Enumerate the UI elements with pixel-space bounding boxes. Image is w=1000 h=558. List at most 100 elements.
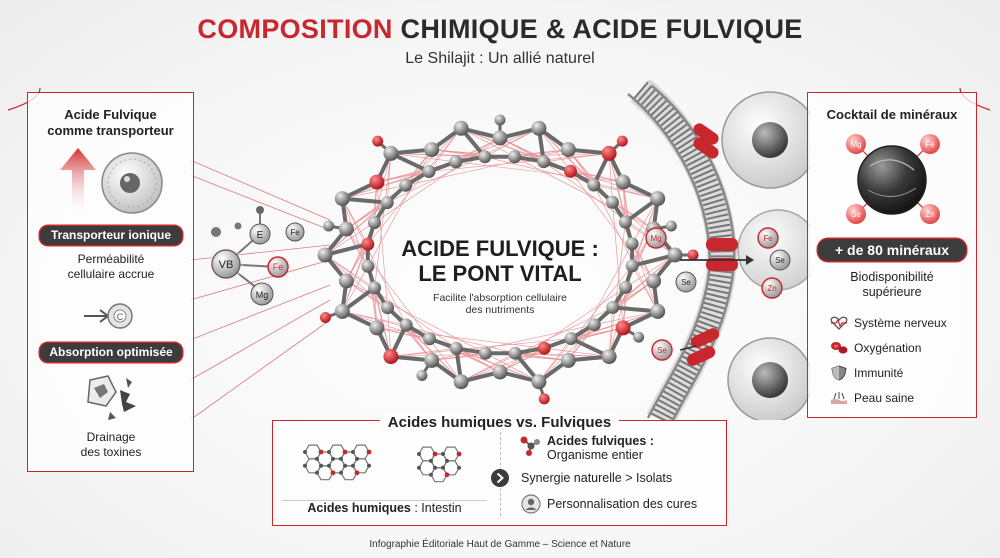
benefits-list: Système nerveux Oxygénation Immunité Pea… [830,310,975,410]
carbon-atom [531,374,547,390]
humic-divider [282,500,487,518]
left-title-line1: Acide Fulvique [64,107,157,122]
atom-dot [303,463,307,468]
center-sub-line2: des nutriments [465,304,535,316]
atom-dot [456,451,462,457]
benefit-item: Oxygénation [830,335,975,360]
carbon-atom [422,165,436,178]
center-label: ACIDE FULVIQUE : LE PONT VITAL Facilite … [385,236,615,316]
ion-vb: VB [219,259,234,271]
atom-dot [429,472,433,477]
carbon-atom [492,364,508,380]
pill-transporteur: Transporteur ionique [40,226,182,245]
atom-dot [315,456,319,461]
footer-credit: Infographie Éditoriale Haut de Gamme – S… [369,539,631,550]
benefit-label: Oxygénation [854,340,922,355]
carbon-atom [606,195,619,209]
person-icon [521,494,541,514]
carbon-atom [560,352,576,368]
hexagon-ring [352,458,370,474]
membrane-ion-se2: Se [775,256,785,265]
sphere-label-zn: Zn [925,210,934,219]
fulvic-caption: Acides fulviques : Organisme entier [547,434,717,462]
atom-dot [330,470,336,476]
carbon-atom [338,273,354,289]
benefit-label: Immunité [854,365,904,380]
oxygen-atom [361,237,375,251]
comparison-panel [272,420,727,526]
ion-fe-top: Fe [290,228,300,237]
atom-dot [354,470,360,476]
carbon-atom [334,303,350,319]
carbon-atom [650,191,666,207]
carbon-atom [564,332,578,345]
atom-dot [319,463,323,468]
chevron-right-icon [491,469,509,487]
left-panel-title: Acide Fulvique comme transporteur [28,107,193,139]
sphere-label-fe: Fe [925,140,935,149]
left-title-line2: comme transporteur [47,123,174,138]
carbon-atom [492,130,508,146]
carbon-atom [380,196,394,210]
carbon-atom [606,300,620,314]
oxygen-atom [319,312,331,323]
oxygen-atom [537,341,551,355]
sphere-label-mg: Mg [850,140,861,149]
carbon-atom [367,216,381,230]
carbon-atom [338,221,354,237]
text-permeabilite-1: Perméabilité [77,252,145,266]
membrane-ion-se: Se [681,278,691,287]
title-dark: CHIMIQUE & ACIDE FULVIQUE [400,14,803,44]
carbon-atom [323,220,335,232]
pill-absorption: Absorption optimisée [40,343,182,362]
oxygen-atom [369,174,385,190]
carbon-atom [601,349,617,365]
text-permeabilite-2: cellulaire accrue [67,267,155,281]
fulvic-bold: Acides fulviques : [547,434,654,448]
carbon-atom [424,142,440,158]
pill-80-mineraux: + de 80 minéraux [818,239,966,261]
carbon-atom [618,215,632,229]
benefit-label: Peau saine [854,390,915,405]
atom-dot [457,465,461,470]
benefit-item: Immunité [830,360,975,385]
atom-dot [429,458,433,463]
text-drainage-1: Drainage [86,430,136,444]
center-title-line2: LE PONT VITAL [418,261,582,286]
carbon-atom [381,301,394,315]
carbon-atom [361,259,375,273]
atom-dot [351,450,355,454]
carbon-atom [383,145,399,161]
membrane-ion-mg: Mg [650,234,661,243]
benefit-item: Peau saine [830,385,975,410]
mineral-sphere-icon: Mg Fe Se Zn [846,134,940,224]
carbon-atom [633,331,645,343]
carbon-atom [537,155,551,169]
ion-fe-red: Fe [273,262,284,272]
heartbeat-icon [830,316,848,330]
synergy-text: Synergie naturelle > Isolats [521,471,673,485]
comparison-title: Acides humiques vs. Fulviques [272,414,727,431]
atom-dot [441,465,445,470]
carbon-atom [424,352,440,368]
humic-molecules [303,444,462,483]
hexagon-ring [442,460,460,476]
left-panel: Acide Fulvique comme transporteur [27,92,194,472]
atom-dot [432,451,438,457]
benefit-item: Système nerveux [830,310,975,335]
oxygen-atom [601,145,617,161]
comparison-title-text: Acides humiques vs. Fulviques [379,414,620,431]
ion-e: E [257,230,264,241]
carbon-atom [453,120,469,136]
absorption-arrow-icon: C [84,303,133,329]
carbon-atom [416,370,428,381]
carbon-atom [399,318,413,332]
carbon-atom [399,178,413,192]
carbon-atom [508,150,522,164]
oxygen-atom [383,349,399,365]
text-permeabilite: Perméabilité cellulaire accrue [40,252,182,282]
atom-dot [367,463,371,468]
carbon-atom [478,150,492,164]
absorption-icon-letter: C [117,312,124,322]
atom-dot [318,449,324,455]
